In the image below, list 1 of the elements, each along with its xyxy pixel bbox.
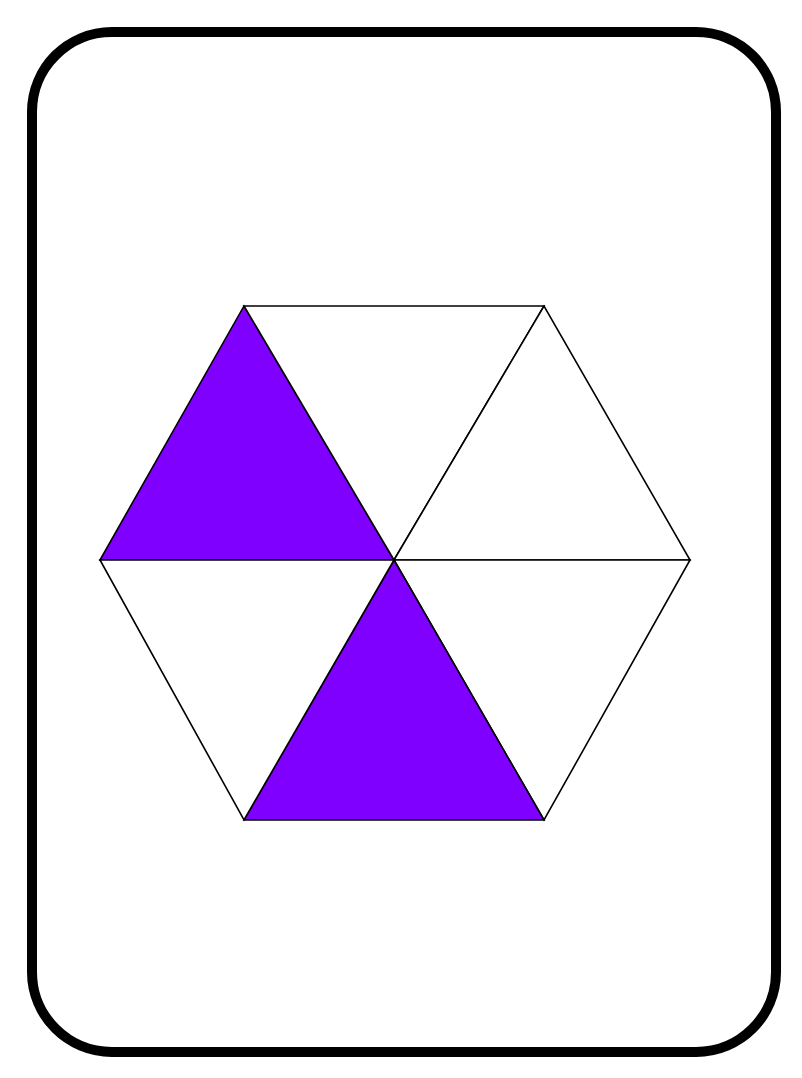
card xyxy=(27,27,781,1057)
